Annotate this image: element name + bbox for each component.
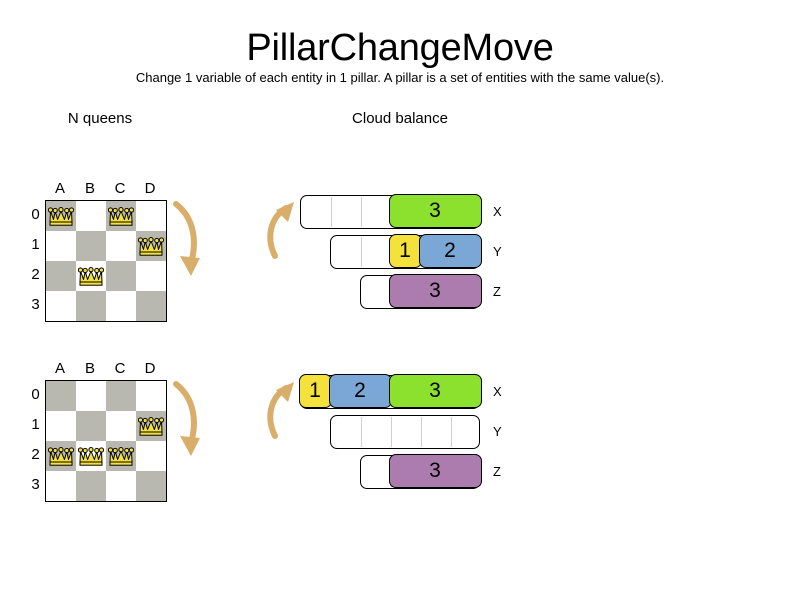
board-cell-A2[interactable] (46, 261, 76, 291)
cloud-computer-row-Y: Y (330, 415, 520, 449)
computer-label-Z: Z (493, 284, 501, 299)
computer-capacity-bar-Y[interactable] (330, 415, 480, 449)
board-row-label-1: 1 (31, 236, 40, 253)
section-caption-nqueens: N queens (67, 110, 133, 127)
computer-label-Y: Y (493, 424, 502, 439)
process-block-X-3[interactable]: 3 (388, 373, 482, 408)
nqueens-board-after: A B C D 0 1 2 3 (28, 360, 183, 505)
board-row-labels: 0 1 2 3 (28, 380, 43, 500)
process-block-X-2[interactable]: 2 (328, 373, 392, 408)
board-row-label-3: 3 (31, 296, 40, 313)
board-cell-C3[interactable] (106, 471, 136, 501)
board-column-label-A: A (54, 360, 65, 377)
computer-label-Y: Y (493, 244, 502, 259)
page-title: PillarChangeMove (246, 27, 554, 69)
queen-icon-A0[interactable] (47, 205, 75, 227)
board-cell-A1[interactable] (46, 411, 76, 441)
board-row-label-0: 0 (31, 206, 40, 223)
board-column-label-B: B (84, 360, 95, 377)
board-column-label-B: B (84, 180, 95, 197)
board-column-label-C: C (114, 180, 126, 197)
board-cell-D3[interactable] (136, 291, 166, 321)
board-column-label-D: D (144, 360, 156, 377)
queen-icon-A2[interactable] (47, 445, 75, 467)
board-grid (45, 380, 167, 502)
computer-label-Z: Z (493, 464, 501, 479)
queen-icon-C0[interactable] (107, 205, 135, 227)
board-cell-D2[interactable] (136, 441, 166, 471)
queen-icon-C2[interactable] (107, 445, 135, 467)
process-block-Y-1[interactable]: 1 (388, 233, 422, 268)
board-wrap: A B C D 0 1 2 3 (28, 180, 183, 325)
board-cell-C1[interactable] (106, 411, 136, 441)
cloud-move-arrow-icon (266, 376, 300, 449)
chess-move-arrow-icon (164, 196, 206, 289)
queen-icon-D1[interactable] (137, 235, 165, 257)
board-cell-B3[interactable] (76, 471, 106, 501)
queen-icon-B2[interactable] (77, 265, 105, 287)
board-cell-A3[interactable] (46, 291, 76, 321)
section-caption-cloud: Cloud balance (352, 110, 448, 127)
computer-label-X: X (493, 204, 502, 219)
board-cell-C0[interactable] (106, 381, 136, 411)
capacity-tick (361, 197, 362, 227)
page-subtitle: Change 1 variable of each entity in 1 pi… (135, 70, 665, 85)
computer-label-X: X (493, 384, 502, 399)
board-column-label-C: C (114, 360, 126, 377)
board-column-label-D: D (144, 180, 156, 197)
board-cell-B3[interactable] (76, 291, 106, 321)
capacity-tick (331, 197, 332, 227)
board-row-label-0: 0 (31, 386, 40, 403)
capacity-tick (421, 417, 422, 447)
board-row-label-2: 2 (31, 446, 40, 463)
capacity-tick (361, 237, 362, 267)
board-cell-A0[interactable] (46, 381, 76, 411)
board-cell-D2[interactable] (136, 261, 166, 291)
board-row-label-2: 2 (31, 266, 40, 283)
board-column-label-A: A (54, 180, 65, 197)
board-grid (45, 200, 167, 322)
board-cell-B0[interactable] (76, 201, 106, 231)
board-cell-D0[interactable] (136, 381, 166, 411)
capacity-tick (391, 417, 392, 447)
board-cell-A1[interactable] (46, 231, 76, 261)
queen-icon-D1[interactable] (137, 415, 165, 437)
board-cell-C3[interactable] (106, 291, 136, 321)
board-row-labels: 0 1 2 3 (28, 200, 43, 320)
board-cell-B1[interactable] (76, 231, 106, 261)
board-cell-B1[interactable] (76, 411, 106, 441)
cloud-move-arrow-icon (266, 196, 300, 269)
board-row-label-1: 1 (31, 416, 40, 433)
board-column-labels: A B C D (45, 360, 165, 380)
board-cell-C2[interactable] (106, 261, 136, 291)
process-block-X-3[interactable]: 3 (388, 193, 482, 228)
board-cell-C1[interactable] (106, 231, 136, 261)
capacity-tick (361, 417, 362, 447)
process-block-Y-2[interactable]: 2 (418, 233, 482, 268)
queen-icon-B2[interactable] (77, 445, 105, 467)
board-row-label-3: 3 (31, 476, 40, 493)
board-wrap: A B C D 0 1 2 3 (28, 360, 183, 505)
process-block-Z-3[interactable]: 3 (388, 453, 482, 488)
board-cell-D0[interactable] (136, 201, 166, 231)
nqueens-board-before: A B C D 0 1 2 3 (28, 180, 183, 325)
board-cell-A3[interactable] (46, 471, 76, 501)
board-column-labels: A B C D (45, 180, 165, 200)
capacity-tick (451, 417, 452, 447)
chess-move-arrow-icon (164, 376, 206, 469)
process-block-Z-3[interactable]: 3 (388, 273, 482, 308)
board-cell-B0[interactable] (76, 381, 106, 411)
process-block-X-1[interactable]: 1 (298, 373, 332, 408)
board-cell-D3[interactable] (136, 471, 166, 501)
